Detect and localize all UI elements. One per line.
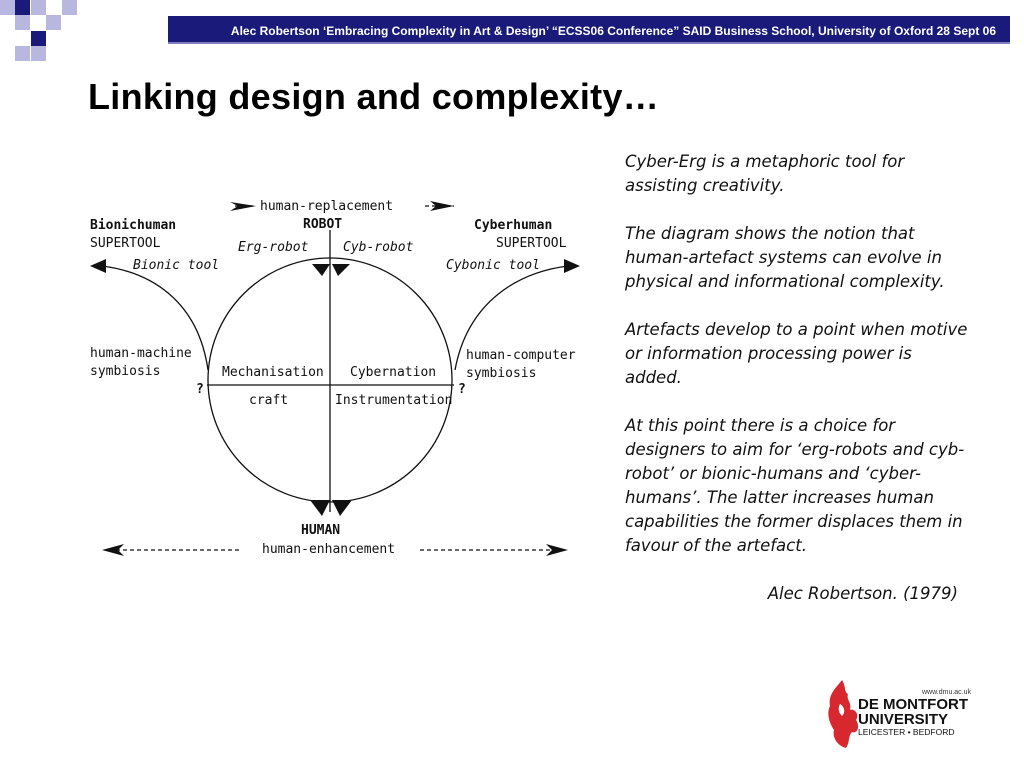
label-cyb-robot: Cyb-robot	[343, 240, 414, 255]
logo-url: www.dmu.ac.uk	[921, 689, 972, 696]
decorative-square	[0, 0, 15, 15]
label-human-enhancement: human-enhancement	[262, 542, 395, 557]
label-question-right: ?	[458, 382, 466, 397]
label-instrumentation: Instrumentation	[335, 393, 452, 408]
decorative-square	[46, 15, 61, 30]
label-right-supertool: SUPERTOOL	[496, 236, 567, 251]
paragraph-choice: At this point there is a choice for desi…	[625, 416, 965, 555]
logo-line2: UNIVERSITY	[858, 711, 948, 728]
arrowhead-cyb-robot	[332, 264, 350, 276]
decorative-square	[31, 0, 46, 15]
arrowhead-human-right	[332, 500, 352, 516]
label-right-symbiosis: symbiosis	[466, 366, 536, 381]
paragraph-intro: Cyber-Erg is a metaphoric tool for assis…	[625, 152, 905, 195]
label-robot: ROBOT	[303, 217, 342, 232]
arrowhead-bottom-right	[546, 544, 568, 556]
label-human-replacement: human-replacement	[260, 199, 393, 214]
label-erg-robot: Erg-robot	[238, 240, 309, 255]
arrowhead-top-left	[230, 202, 256, 211]
label-bionic-tool: Bionic tool	[133, 258, 219, 273]
signature: Alec Robertson. (1979)	[767, 584, 958, 603]
header-bar: Alec Robertson ‘Embracing Complexity in …	[168, 16, 1010, 44]
label-human-machine: human-machine	[90, 346, 192, 361]
label-bionichuman: Bionichuman	[90, 218, 176, 233]
arrowhead-erg-robot	[312, 264, 330, 276]
label-human: HUMAN	[301, 523, 340, 538]
logo-line3: LEICESTER • BEDFORD	[858, 727, 955, 737]
paragraph-artefacts: Artefacts develop to a point when motive…	[625, 320, 968, 387]
logo-line1: DE MONTFORT	[858, 696, 968, 713]
label-left-supertool: SUPERTOOL	[90, 236, 161, 251]
label-question-left: ?	[196, 382, 204, 397]
label-human-computer: human-computer	[466, 348, 576, 363]
decorative-square	[15, 46, 30, 61]
label-cybonic-tool: Cybonic tool	[446, 258, 540, 273]
arrowhead-cybonic	[564, 259, 580, 273]
label-cyberhuman: Cyberhuman	[474, 218, 552, 233]
left-evolution-curve	[101, 265, 209, 371]
de-montfort-logo: www.dmu.ac.uk DE MONTFORT UNIVERSITY LEI…	[828, 680, 972, 748]
right-evolution-curve	[454, 265, 569, 371]
arrowhead-top-right	[430, 201, 454, 211]
paragraph-diagram: The diagram shows the notion that human-…	[625, 224, 945, 291]
label-mechanisation: Mechanisation	[222, 365, 324, 380]
decorative-square	[15, 15, 30, 30]
decorative-square	[62, 0, 77, 15]
slide-title: Linking design and complexity…	[88, 76, 660, 117]
arrowhead-human-left	[310, 500, 330, 516]
decorative-square	[31, 31, 46, 46]
cyber-erg-diagram: human-replacement ROBOT Erg-robot Cyb-ro…	[90, 199, 580, 557]
label-left-symbiosis: symbiosis	[90, 364, 160, 379]
arrowhead-bottom-left	[102, 544, 124, 556]
decorative-square	[31, 46, 46, 61]
label-craft: craft	[249, 393, 288, 408]
decorative-square	[15, 0, 30, 15]
label-cybernation: Cybernation	[350, 365, 436, 380]
body-text: Cyber-Erg is a metaphoric tool for assis…	[625, 150, 970, 630]
header-text: Alec Robertson ‘Embracing Complexity in …	[230, 24, 996, 38]
arrowhead-bionic	[90, 259, 106, 273]
